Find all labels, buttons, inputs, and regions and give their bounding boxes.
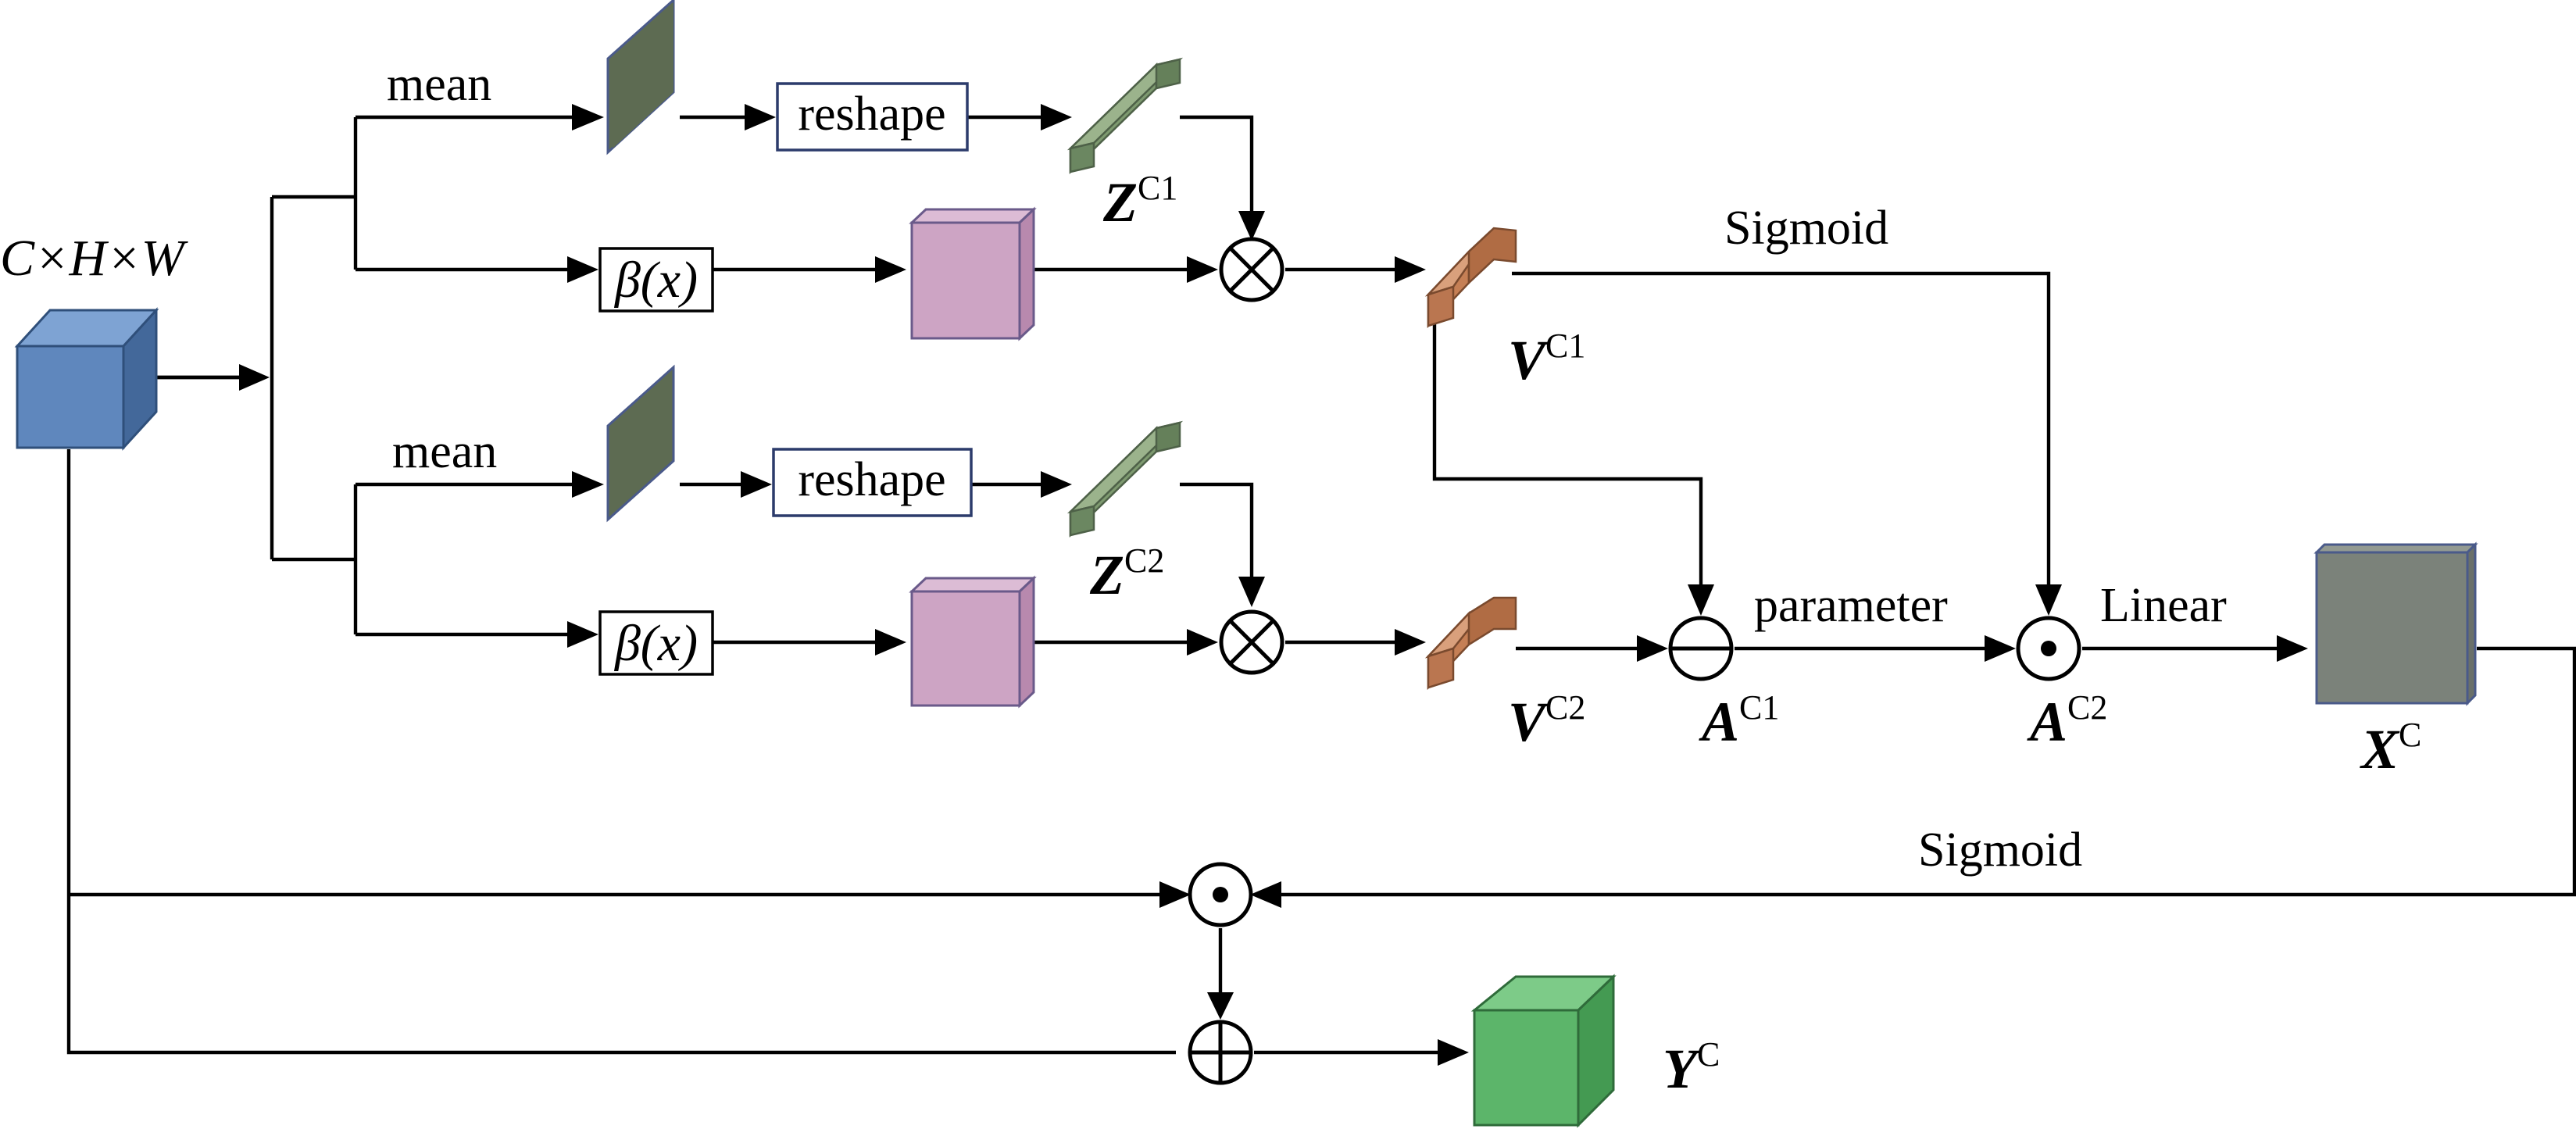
beta-box-top xyxy=(598,247,714,313)
arrowhead-oplus-down xyxy=(1207,992,1234,1020)
a1-label: AC1 xyxy=(1699,688,1779,753)
reshape-label-top: reshape xyxy=(798,88,945,141)
arrowhead-a2-left xyxy=(1985,635,2016,662)
z2-bar xyxy=(1066,420,1184,538)
beta-cube-bottom xyxy=(909,575,1037,709)
path-v1-to-a1 xyxy=(1432,324,1703,590)
arrow-z1-to-otimes xyxy=(1180,115,1254,217)
y-label: YC xyxy=(1663,1035,1720,1100)
beta-label-top: β(x) xyxy=(613,252,698,309)
arrowhead-v1 xyxy=(1395,256,1426,283)
arrowhead-z1 xyxy=(1041,104,1072,130)
arrowhead-beta-top xyxy=(567,256,598,283)
z1-label: ZC1 xyxy=(1102,169,1177,234)
arrowhead-otimes-top-down xyxy=(1238,211,1265,241)
y-cube xyxy=(1470,974,1617,1128)
arrow-z2-to-otimes xyxy=(1180,482,1254,582)
input-dims-label: C×H×W xyxy=(0,230,188,287)
path-x-sigmoid-return xyxy=(1258,646,2576,897)
arrowhead-v2 xyxy=(1395,629,1426,656)
arrowhead-y xyxy=(1438,1039,1469,1066)
otimes-op-bottom xyxy=(1219,609,1284,675)
arrowhead-input-main xyxy=(239,364,270,391)
arrowhead-reshape-top xyxy=(745,104,776,130)
path-input-residual xyxy=(66,449,1176,1055)
arrowhead-odot-bottom-left xyxy=(1159,881,1191,908)
beta-cube-top xyxy=(909,206,1037,341)
input-cube-front xyxy=(16,345,125,449)
v2-label: VC2 xyxy=(1508,688,1585,753)
parameter-label: parameter xyxy=(1754,579,1948,632)
arrowhead-mean-bottom xyxy=(572,471,604,498)
connectors xyxy=(66,104,2576,1066)
path-v1-sigmoid xyxy=(1512,271,2051,590)
arrowhead-otimes-top xyxy=(1187,256,1218,283)
reshape-label-bottom: reshape xyxy=(798,453,945,506)
reshape-box-bottom xyxy=(772,448,973,517)
x-cube xyxy=(2313,541,2478,706)
input-cube xyxy=(14,307,159,451)
mean-plane-top xyxy=(606,0,675,155)
v1-bar xyxy=(1424,227,1517,329)
beta-label-bottom: β(x) xyxy=(613,615,698,672)
oplus-op-residual xyxy=(1188,1020,1253,1085)
sigmoid-label-top: Sigmoid xyxy=(1724,202,1888,255)
x-label: XC xyxy=(2360,716,2421,781)
z1-bar xyxy=(1066,57,1184,174)
arrowhead-a2-down xyxy=(2035,584,2062,616)
odot-op-residual xyxy=(1188,862,1253,927)
arrowhead-mean-top xyxy=(572,104,604,130)
arrowhead-cube-bottom xyxy=(875,629,906,656)
z2-label: ZC2 xyxy=(1089,541,1164,606)
mean-label-bottom: mean xyxy=(392,425,497,478)
linear-label: Linear xyxy=(2100,579,2227,632)
v1-label: VC1 xyxy=(1508,327,1585,391)
arrowhead-odot-bottom-right xyxy=(1250,881,1281,908)
otimes-op-top xyxy=(1219,237,1284,302)
arrowhead-otimes-bottom xyxy=(1187,629,1218,656)
arrowhead-a1-left xyxy=(1637,635,1668,662)
arrowhead-x xyxy=(2277,635,2308,662)
input-cube-side xyxy=(122,307,158,451)
arrowhead-otimes-bottom-down xyxy=(1238,577,1265,607)
arrowhead-a1-down xyxy=(1688,584,1714,616)
odot-op-a2 xyxy=(2016,616,2081,681)
arrowhead-z2 xyxy=(1041,471,1072,498)
sigmoid-label-bottom: Sigmoid xyxy=(1918,824,2082,877)
arrowhead-reshape-bottom xyxy=(741,471,772,498)
arrowhead-cube-top xyxy=(875,256,906,283)
beta-box-bottom xyxy=(598,610,714,676)
mean-plane-bottom xyxy=(606,364,675,523)
mean-label-top: mean xyxy=(387,58,491,111)
arrowhead-beta-bottom xyxy=(567,621,598,648)
reshape-box-top xyxy=(776,82,969,152)
a2-label: AC2 xyxy=(2027,688,2107,753)
v2-bar xyxy=(1424,596,1517,691)
ominus-op-a1 xyxy=(1668,616,1734,681)
